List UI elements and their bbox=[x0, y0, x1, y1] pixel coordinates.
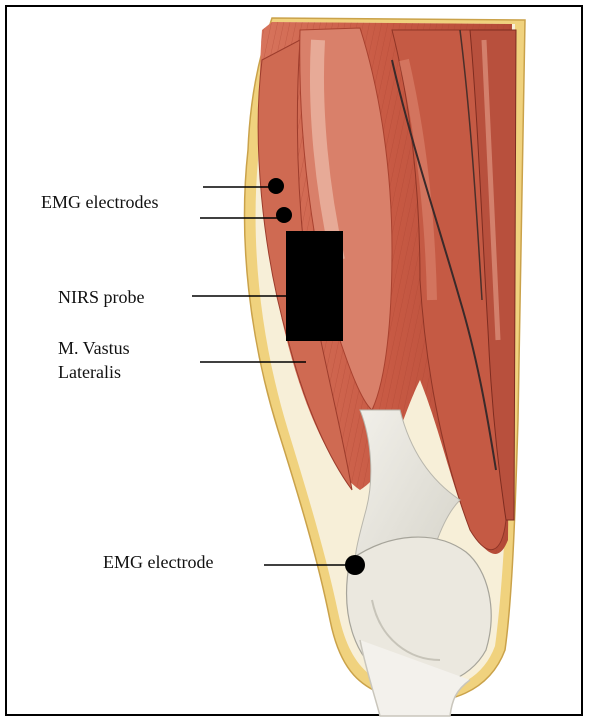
label-emg-electrode: EMG electrode bbox=[103, 551, 213, 573]
emg-electrode-knee-marker bbox=[345, 555, 365, 575]
label-emg-electrodes: EMG electrodes bbox=[41, 191, 158, 213]
label-muscle-line1: M. Vastus bbox=[58, 337, 130, 359]
label-muscle-line2: Lateralis bbox=[58, 361, 121, 383]
nirs-probe-marker bbox=[286, 231, 343, 341]
emg-electrode-marker-1 bbox=[268, 178, 284, 194]
emg-electrode-marker-2 bbox=[276, 207, 292, 223]
label-nirs-probe: NIRS probe bbox=[58, 286, 145, 308]
